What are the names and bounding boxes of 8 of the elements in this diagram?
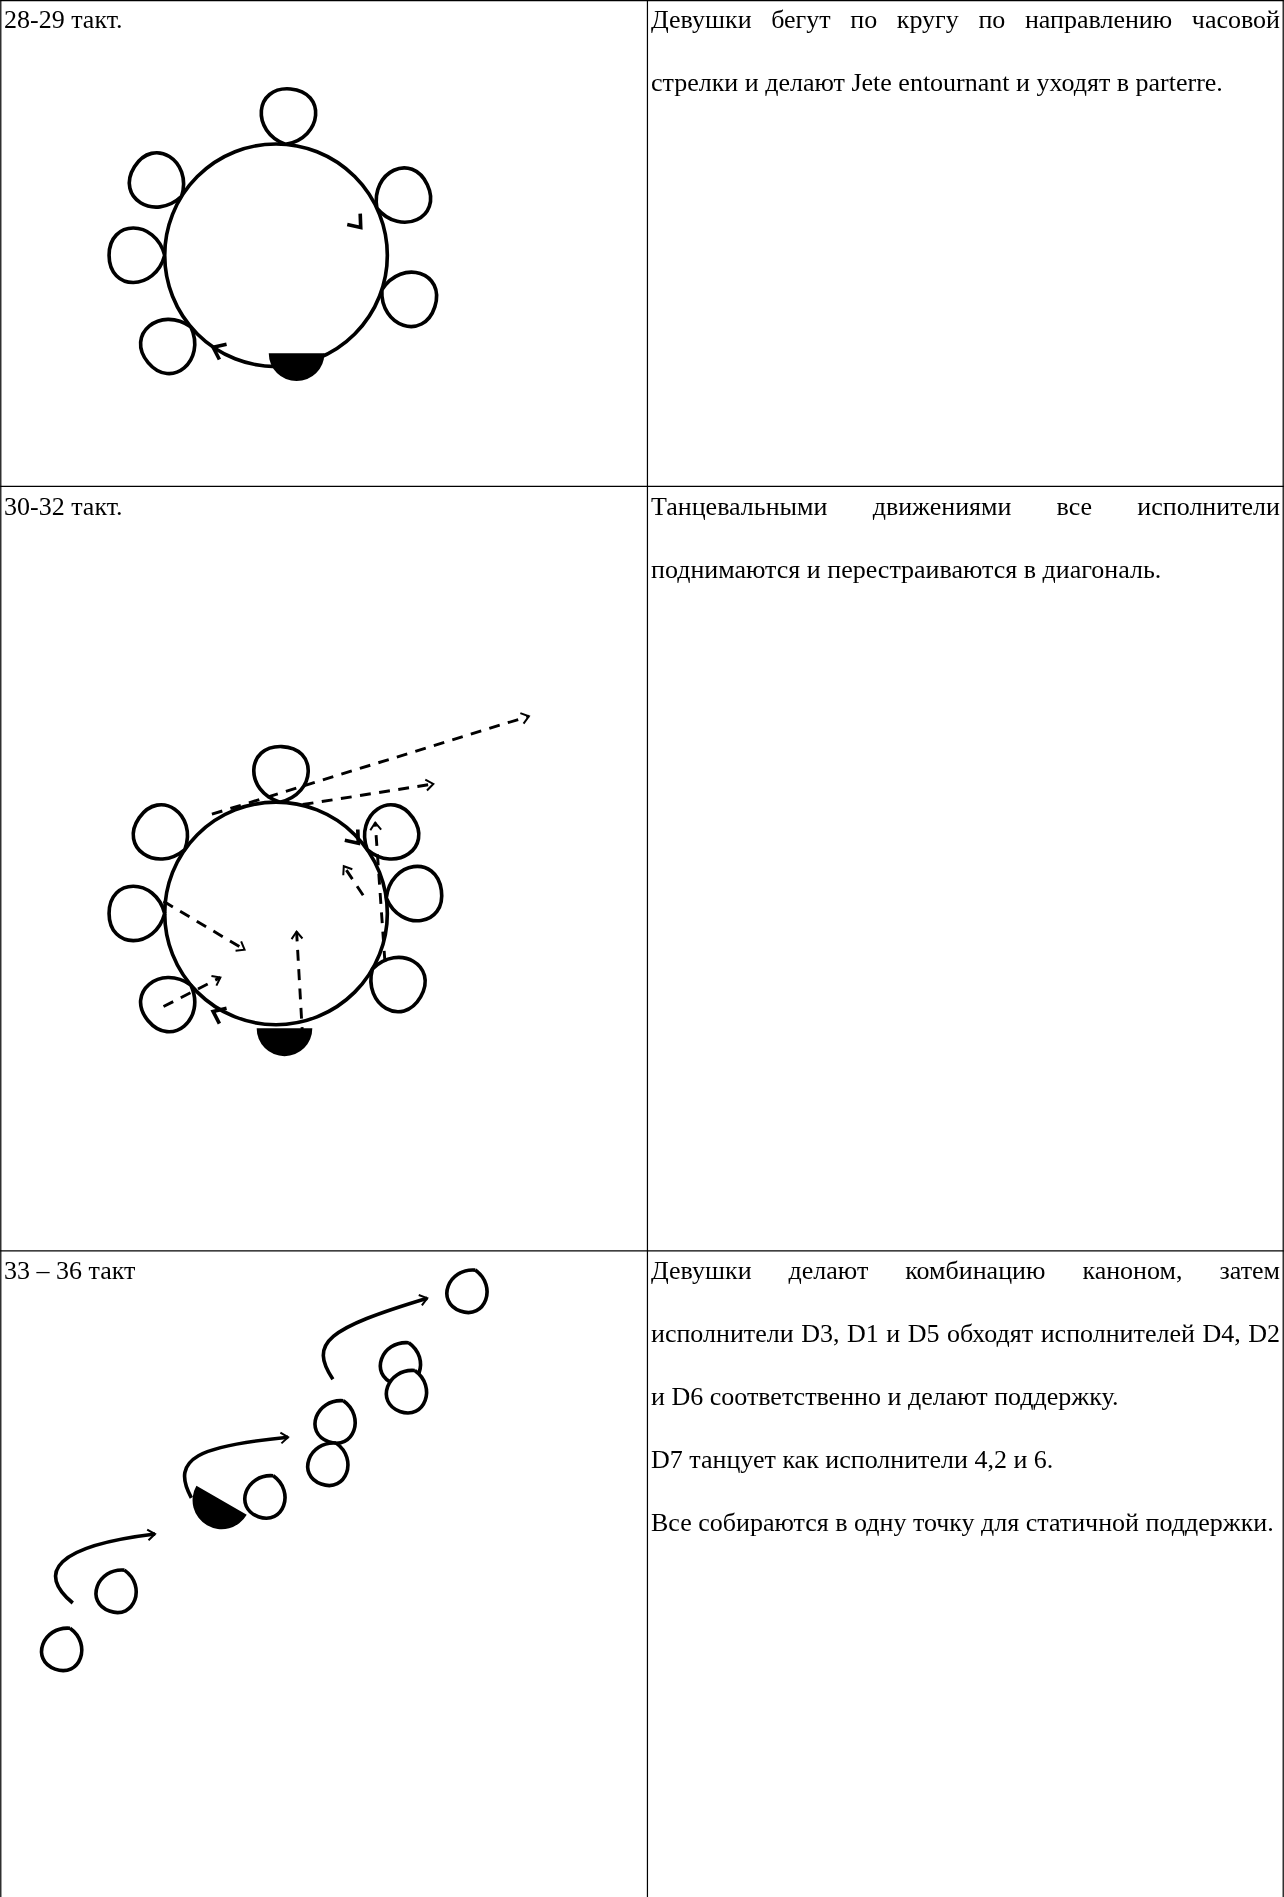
bar-range-label: 28-29 такт. [4, 4, 124, 36]
description-paragraph: Танцевальными движениями все исполнители поднимаются и перестраиваются в диагональ. [651, 491, 1280, 586]
description-paragraph: D7 танцует как исполнители 4,2 и 6. [651, 1444, 1055, 1476]
description-paragraph: Девушки делают комбинацию каноном, затем исполнители D3, D1 и D5 обходят исполнителей D4, D2 и D6 соответственно и делают поддержку. [651, 1255, 1280, 1413]
bar-range-label: 30-32 такт. [4, 491, 124, 523]
description-paragraph: Все собираются в одну точку для статичной поддержки. [651, 1507, 1275, 1539]
description-paragraph: Девушки бегут по кругу по направлению часовой стрелки и делают Jete entournant и уходят в parterre. [651, 4, 1280, 99]
bar-range-label: 33 – 36 такт [4, 1255, 137, 1287]
